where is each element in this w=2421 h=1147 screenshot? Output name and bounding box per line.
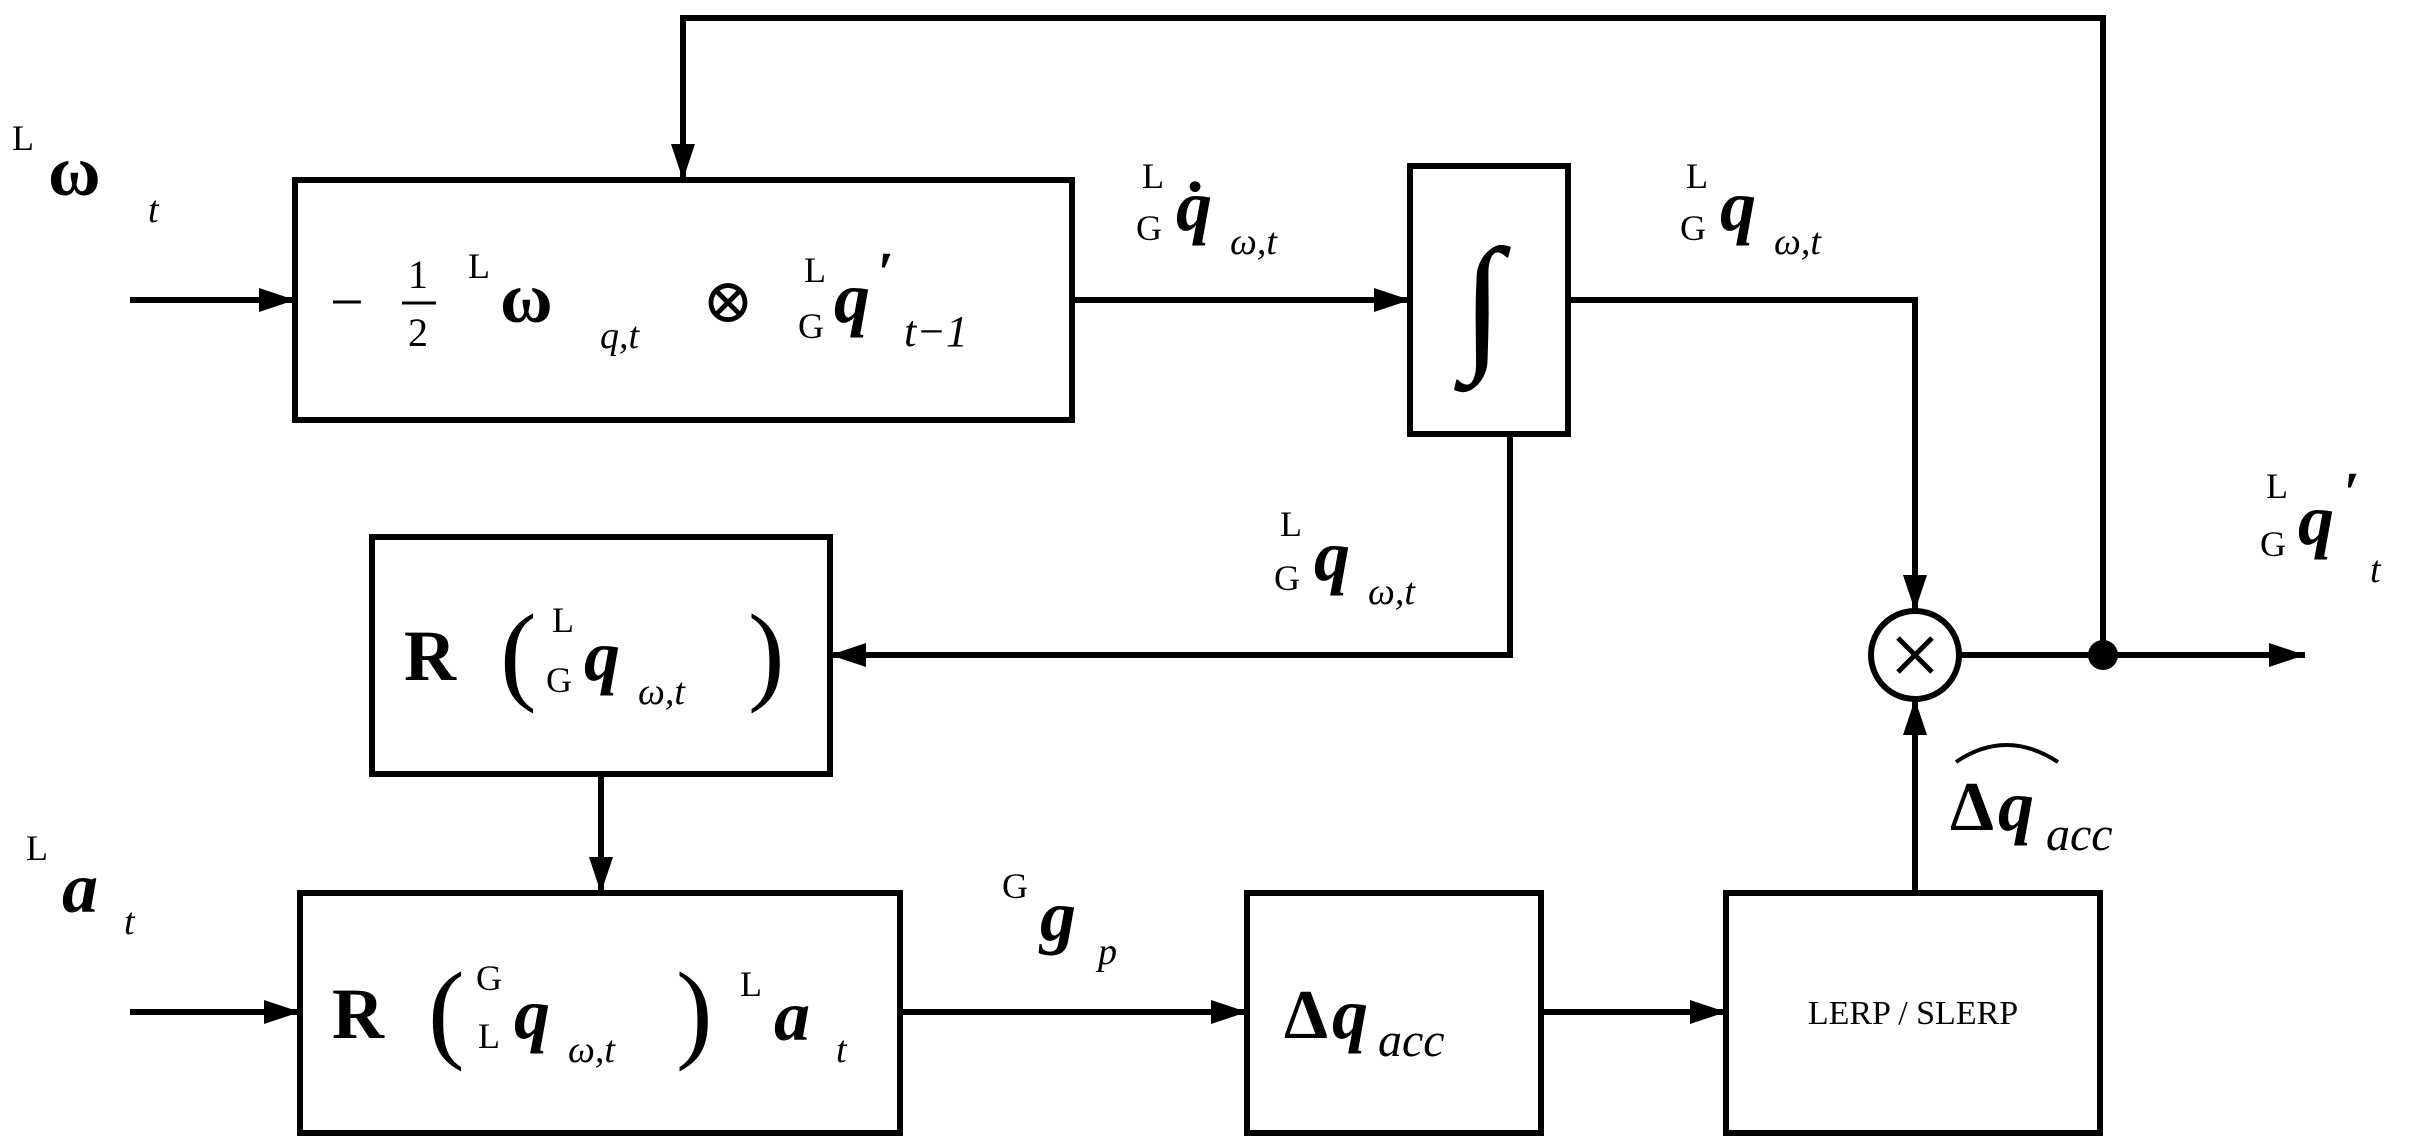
multiply-cross-icon — [1896, 636, 1934, 674]
omega-q-pre: L — [468, 246, 490, 286]
q-omega-mid-tl: L — [1280, 504, 1302, 544]
output-tl: L — [2266, 466, 2288, 506]
rot-bl: G — [546, 660, 572, 700]
output-sub: t — [2370, 549, 2382, 591]
g-p-label: G g p — [1002, 866, 1117, 973]
hat-accent — [1954, 743, 2060, 764]
rotation-matrix-formula: R ( L G q ω,t ) — [404, 592, 785, 714]
accel-pre: L — [26, 828, 48, 868]
feedback-arrow — [671, 15, 2106, 655]
delta-symbol: Δ — [1284, 977, 1328, 1054]
q-dot-bl: G — [1136, 208, 1162, 248]
omega-pre: L — [12, 118, 34, 158]
frac-num: 1 — [408, 252, 428, 297]
rot-q: q — [584, 616, 620, 696]
grav-a-sub: t — [836, 1029, 848, 1071]
output-q: q — [2298, 480, 2334, 560]
q-prev-bl: G — [798, 306, 824, 346]
neg-sign: − — [330, 269, 364, 335]
q-omega-top-bl: G — [1680, 208, 1706, 248]
gravity-projection-block — [297, 890, 903, 1136]
q-prev-sub: t−1 — [904, 307, 968, 356]
quat-derivative-formula: − 1 2 L ω q,t ⊗ L G q ′ t−1 — [330, 240, 968, 357]
omega-q-sub: q,t — [600, 315, 641, 357]
rot-lparen: ( — [500, 592, 537, 714]
quat-derivative-block — [292, 177, 1075, 423]
q-prev-symbol: q — [834, 258, 870, 338]
grav-bl: L — [478, 1016, 500, 1056]
q-omega-mid-symbol: q — [1314, 516, 1350, 596]
q-omega-mid-sub: ω,t — [1368, 571, 1416, 613]
q-omega-mid-label: L G q ω,t — [1274, 504, 1416, 613]
q-omega-mid-bl: G — [1274, 558, 1300, 598]
rot-sub: ω,t — [638, 671, 686, 713]
accel-symbol: a — [62, 848, 98, 928]
grav-q: q — [514, 974, 550, 1054]
omega-q-symbol: ω — [500, 258, 553, 338]
q-omega-top-tl: L — [1686, 156, 1708, 196]
grav-a-pre: L — [740, 964, 762, 1004]
hat-sub: acc — [2046, 808, 2113, 861]
q-dot-symbol: q̇ — [1176, 166, 1212, 246]
output-bl: G — [2260, 524, 2286, 564]
interpolation-label: LERP / SLERP — [1808, 995, 2018, 1032]
hat-delta: Δ — [1950, 769, 1994, 846]
grav-rparen: ) — [676, 950, 713, 1072]
gravity-projection-formula: R ( G L q ω,t ) L a t — [332, 950, 848, 1072]
omega-sub: t — [148, 189, 160, 231]
accel-sub: t — [124, 901, 136, 943]
rot-R: R — [404, 616, 457, 696]
omega-symbol: ω — [48, 131, 101, 211]
grav-q-sub: ω,t — [568, 1029, 616, 1071]
hat-q: q — [1998, 766, 2034, 846]
integral-symbol: ∫ — [1454, 219, 1511, 393]
grav-R: R — [332, 974, 385, 1054]
q-omega-top-symbol: q — [1720, 166, 1756, 246]
delta-sub: acc — [1378, 1014, 1445, 1067]
omega-input-label: L ω t — [12, 118, 160, 231]
accel-input-label: L a t — [26, 828, 136, 943]
delta-q-acc-formula: Δ q acc — [1284, 974, 1445, 1067]
q-dot-tl: L — [1142, 156, 1164, 196]
grav-tl: G — [476, 958, 502, 998]
q-prev-tl: L — [804, 250, 826, 290]
g-p-pre: G — [1002, 866, 1028, 906]
q-prev-prime: ′ — [878, 240, 894, 305]
output-label: L G q ′ t — [2260, 460, 2382, 591]
q-dot-sub: ω,t — [1230, 221, 1278, 263]
frac-den: 2 — [408, 310, 428, 355]
q-dot-label: L G q̇ ω,t — [1136, 156, 1278, 263]
g-p-sub: p — [1095, 931, 1117, 973]
delta-q: q — [1332, 974, 1368, 1054]
rot-tl: L — [552, 600, 574, 640]
q-omega-top-label: L G q ω,t — [1680, 156, 1822, 263]
delta-q-hat-label: Δ q acc — [1950, 743, 2113, 861]
q-omega-top-sub: ω,t — [1774, 221, 1822, 263]
output-prime: ′ — [2344, 460, 2360, 525]
grav-lparen: ( — [428, 950, 465, 1072]
rot-rparen: ) — [748, 592, 785, 714]
g-p-symbol: g — [1038, 876, 1076, 956]
grav-a: a — [774, 976, 810, 1056]
otimes-symbol: ⊗ — [702, 268, 754, 336]
q-omega-to-multiply-arrow — [1568, 297, 1927, 611]
q-omega-to-rotation-arrow — [830, 434, 1513, 667]
